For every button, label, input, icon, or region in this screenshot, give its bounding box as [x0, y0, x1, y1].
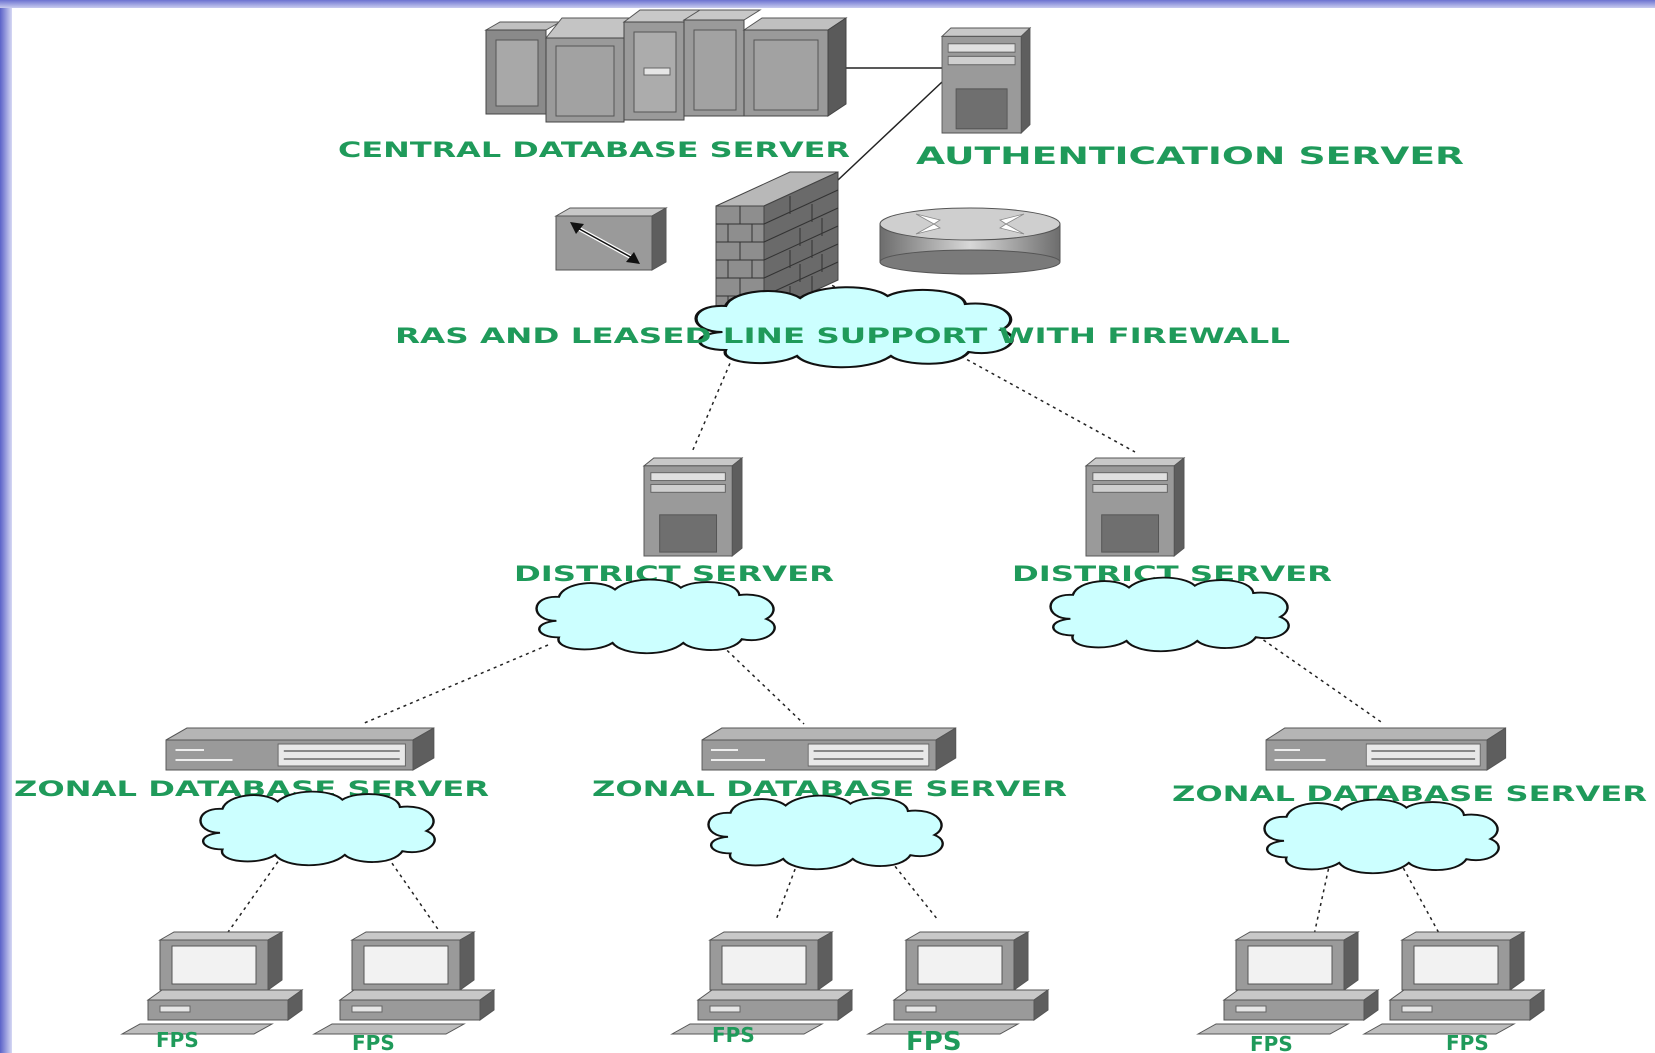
- fps-pc-5-icon: [1197, 931, 1379, 1035]
- left-frame-strip: [0, 0, 12, 1053]
- link-ras-district-left: [691, 311, 753, 453]
- central-database-server-icon: [484, 9, 848, 123]
- fps-label-4: FPS: [906, 1027, 962, 1053]
- fps-pc-4-icon: [867, 931, 1049, 1035]
- switch-icon: [554, 207, 668, 271]
- zonal-server-mid-icon: [701, 727, 957, 771]
- authentication-server-icon: [941, 27, 1031, 134]
- link-district-right-zonal-right: [1251, 631, 1385, 725]
- link-auth-firewall: [837, 81, 943, 181]
- district-right-network-cloud: [1049, 576, 1290, 653]
- fps-pc-3-icon: [671, 931, 853, 1035]
- authentication-server-label: AUTHENTICATION SERVER: [916, 142, 1464, 170]
- fps-label-5: FPS: [1250, 1032, 1293, 1053]
- fps-pc-1-icon: [121, 931, 303, 1035]
- link-zonal-right-pc5: [1313, 861, 1331, 936]
- district-left-network-cloud: [535, 578, 776, 655]
- zonal-mid-network-cloud: [707, 794, 944, 871]
- top-frame-strip: [0, 0, 1655, 8]
- zonal-server-right-icon: [1265, 727, 1507, 771]
- district-server-left-icon: [643, 457, 743, 557]
- link-zonal-left-pc1: [225, 855, 283, 936]
- link-district-left-zonal-mid: [711, 635, 805, 725]
- fps-label-6: FPS: [1446, 1031, 1489, 1053]
- fps-label-1: FPS: [156, 1028, 199, 1052]
- zonal-server-left-icon: [165, 727, 435, 771]
- fps-label-2: FPS: [352, 1031, 395, 1053]
- zonal-server-right-label: ZONAL DATABASE SERVER: [1172, 782, 1647, 806]
- district-server-left-label: DISTRICT SERVER: [514, 562, 834, 586]
- router-icon: [879, 207, 1061, 275]
- fps-label-3: FPS: [712, 1023, 755, 1047]
- fps-pc-2-icon: [313, 931, 495, 1035]
- link-district-left-zonal-left: [361, 644, 549, 725]
- link-zonal-mid-pc3: [775, 855, 801, 921]
- central-database-server-label: CENTRAL DATABASE SERVER: [338, 138, 850, 162]
- zonal-right-network-cloud: [1263, 798, 1500, 875]
- district-server-right-icon: [1085, 457, 1185, 557]
- link-zonal-right-pc6: [1399, 861, 1441, 936]
- zonal-left-network-cloud: [199, 790, 436, 867]
- fps-pc-6-icon: [1363, 931, 1545, 1035]
- ras-label: RAS AND LEASED LINE SUPPORT WITH FIREWAL…: [395, 324, 1290, 348]
